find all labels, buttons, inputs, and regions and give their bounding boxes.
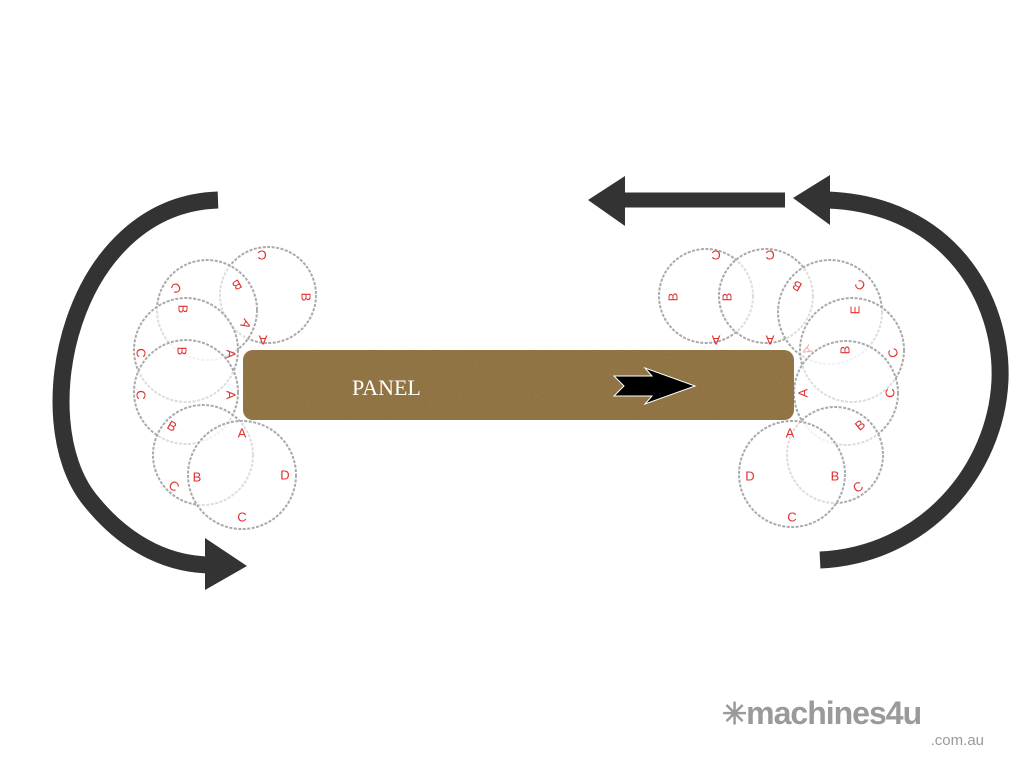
- feed-direction-arrow-icon: [612, 366, 697, 406]
- return-arrowhead-icon: [588, 176, 625, 226]
- cutter-head: A B C D: [738, 420, 846, 528]
- cutter-label: C: [765, 248, 774, 263]
- cutter-label: B: [720, 293, 735, 302]
- cutter-label: C: [787, 510, 796, 525]
- cutter-label: B: [299, 293, 314, 302]
- cutter-label: C: [134, 390, 149, 399]
- logo-domain: .com.au: [930, 732, 984, 749]
- cutter-label: E: [848, 305, 863, 314]
- cutter-label: C: [134, 348, 149, 357]
- snowflake-icon: ✳: [722, 698, 747, 731]
- cutter-label: A: [224, 350, 239, 359]
- right-rotation-arrow: [819, 191, 1009, 569]
- cutter-label: C: [883, 388, 898, 397]
- cutter-label: C: [711, 248, 720, 263]
- cutter-label: D: [745, 469, 754, 484]
- cutter-label: B: [666, 293, 681, 302]
- right-rotation-arrowhead-icon: [793, 175, 830, 225]
- cutter-label: A: [258, 333, 267, 348]
- cutter-circle: [738, 420, 846, 528]
- cutter-head: A D C B: [187, 420, 297, 530]
- cutter-label: B: [831, 469, 840, 484]
- cutter-label: A: [224, 391, 239, 400]
- cutter-label: A: [765, 333, 774, 348]
- left-rotation-arrowhead-icon: [205, 538, 247, 590]
- cutter-label: C: [237, 510, 246, 525]
- panel-label: PANEL: [352, 375, 421, 400]
- machines4u-logo: ✳machines4u .com.au: [722, 696, 992, 749]
- cutter-label: A: [711, 333, 720, 348]
- left-rotation-arrow: [52, 191, 219, 574]
- cutter-circle: [187, 420, 297, 530]
- cutter-label: A: [796, 388, 811, 397]
- cutter-label: A: [238, 426, 247, 441]
- cutter-label: B: [175, 347, 190, 356]
- panel: [243, 350, 794, 420]
- cutter-label: B: [193, 470, 202, 485]
- cutter-label: A: [786, 426, 795, 441]
- cutter-label: D: [280, 468, 289, 483]
- cutter-heads: CBACBABCABCABCADCBCBACBABCAECBCABCABCD: [133, 246, 905, 530]
- logo-name: machines4u: [746, 695, 922, 731]
- cutter-label: B: [838, 346, 853, 355]
- cutter-label: C: [257, 248, 266, 263]
- cutter-label: B: [176, 305, 191, 314]
